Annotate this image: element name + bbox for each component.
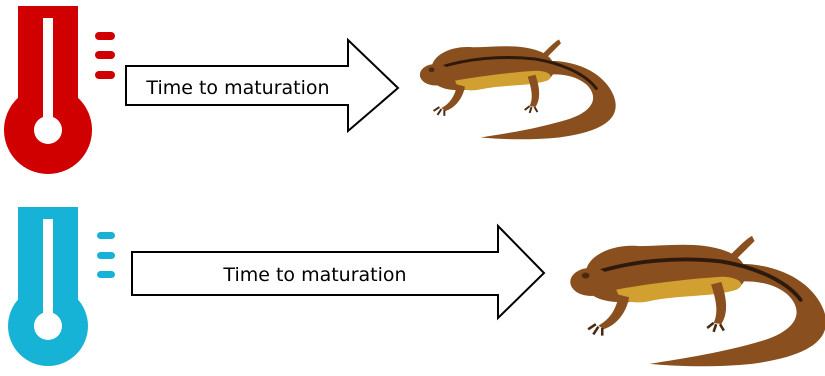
arrow-cool: Time to maturation xyxy=(132,226,544,318)
arrow-cool-label: Time to maturation xyxy=(222,264,406,286)
salamander-small-image xyxy=(420,39,616,139)
salamander-large-image xyxy=(570,236,825,366)
row-cool: Time to maturation xyxy=(8,207,825,366)
row-warm: Time to maturation xyxy=(4,6,616,174)
arrow-warm: Time to maturation xyxy=(126,40,398,131)
arrow-warm-label: Time to maturation xyxy=(145,77,329,99)
thermometer-hot-icon xyxy=(4,6,115,174)
thermometer-cold-icon xyxy=(8,207,115,366)
